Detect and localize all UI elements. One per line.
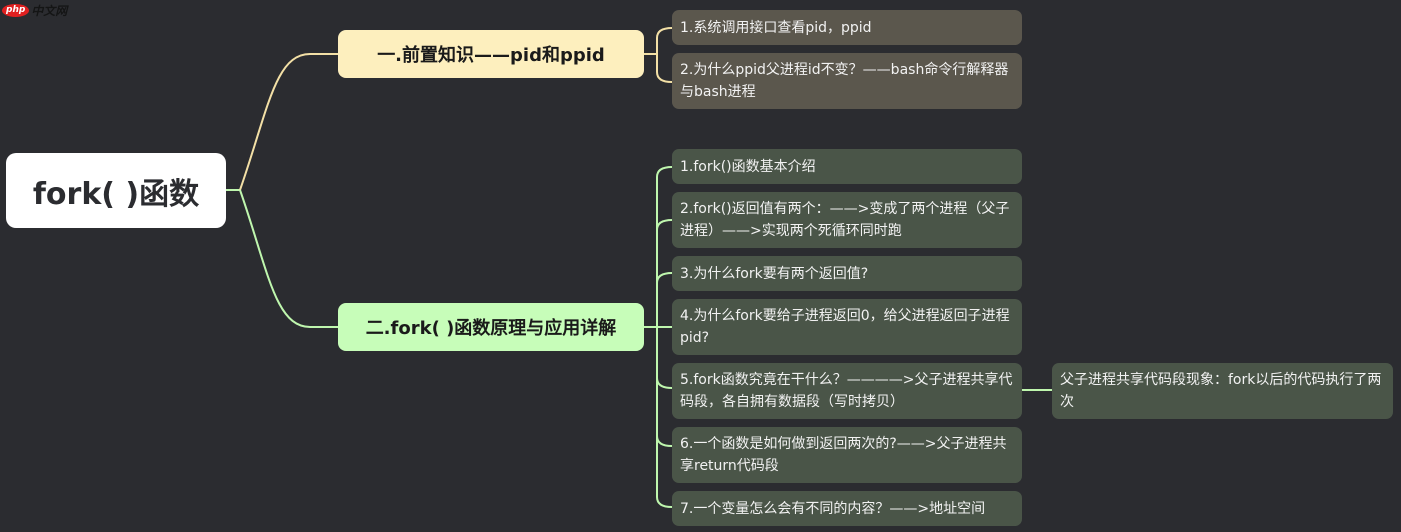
leaf-node[interactable]: 4.为什么fork要给子进程返回0，给父进程返回子进程pid? bbox=[672, 299, 1022, 355]
leaf-node[interactable]: 7.一个变量怎么会有不同的内容？——>地址空间 bbox=[672, 491, 1022, 526]
branch-node-fork-principles[interactable]: 二.fork( )函数原理与应用详解 bbox=[338, 303, 644, 351]
leaf-node-label: 4.为什么fork要给子进程返回0，给父进程返回子进程pid? bbox=[680, 308, 1010, 346]
branch-node-prerequisites[interactable]: 一.前置知识——pid和ppid bbox=[338, 30, 644, 78]
sub-leaf-node-label: 父子进程共享代码段现象：fork以后的代码执行了两次 bbox=[1060, 372, 1382, 410]
leaf-node[interactable]: 2.fork()返回值有两个：——>变成了两个进程（父子进程）——>实现两个死循… bbox=[672, 192, 1022, 248]
leaf-node-label: 2.fork()返回值有两个：——>变成了两个进程（父子进程）——>实现两个死循… bbox=[680, 201, 1010, 239]
leaf-node-label: 6.一个函数是如何做到返回两次的?——>父子进程共享return代码段 bbox=[680, 436, 1007, 474]
root-node-label: fork( )函数 bbox=[32, 176, 200, 212]
leaf-node[interactable]: 2.为什么ppid父进程id不变？——bash命令行解释器与bash进程 bbox=[672, 53, 1022, 109]
leaf-node[interactable]: 6.一个函数是如何做到返回两次的?——>父子进程共享return代码段 bbox=[672, 427, 1022, 483]
leaf-node[interactable]: 3.为什么fork要有两个返回值? bbox=[672, 256, 1022, 291]
watermark: php 中文网 bbox=[2, 2, 67, 19]
leaf-node-label: 7.一个变量怎么会有不同的内容？——>地址空间 bbox=[680, 500, 986, 517]
leaf-node-label: 5.fork函数究竟在干什么？————>父子进程共享代码段，各自拥有数据段（写时… bbox=[680, 372, 1013, 410]
php-logo-icon: php bbox=[2, 4, 30, 17]
leaf-node[interactable]: 1.系统调用接口查看pid，ppid bbox=[672, 10, 1022, 45]
leaf-node-label: 3.为什么fork要有两个返回值? bbox=[680, 265, 869, 282]
branch-node-label: 一.前置知识——pid和ppid bbox=[377, 45, 605, 66]
root-node[interactable]: fork( )函数 bbox=[6, 153, 226, 228]
leaf-node-label: 1.fork()函数基本介绍 bbox=[680, 158, 816, 175]
leaf-node[interactable]: 1.fork()函数基本介绍 bbox=[672, 149, 1022, 184]
branch-node-label: 二.fork( )函数原理与应用详解 bbox=[365, 318, 617, 339]
leaf-node-label: 2.为什么ppid父进程id不变？——bash命令行解释器与bash进程 bbox=[680, 62, 1009, 100]
leaf-node[interactable]: 5.fork函数究竟在干什么？————>父子进程共享代码段，各自拥有数据段（写时… bbox=[672, 363, 1022, 419]
sub-leaf-node[interactable]: 父子进程共享代码段现象：fork以后的代码执行了两次 bbox=[1052, 363, 1393, 419]
watermark-text: 中文网 bbox=[31, 4, 68, 18]
leaf-node-label: 1.系统调用接口查看pid，ppid bbox=[680, 19, 872, 36]
